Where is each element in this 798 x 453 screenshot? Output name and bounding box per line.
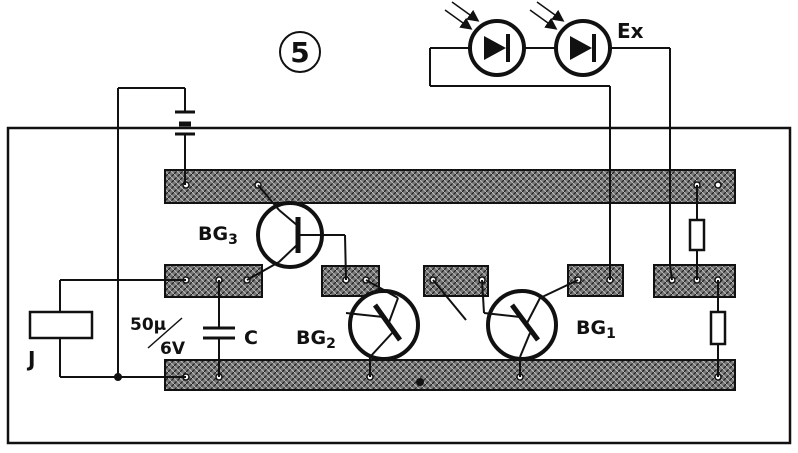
transistor-bg2-icon <box>345 279 420 377</box>
board-bottom <box>164 359 736 391</box>
board-bg2 <box>321 265 380 297</box>
frame <box>6 126 792 445</box>
resistor-lower-icon <box>709 280 727 377</box>
transistor-bg1-icon <box>432 279 579 377</box>
figure-number-text: 5 <box>290 36 309 69</box>
capacitor-value-bottom: 6V <box>160 339 186 359</box>
bg1-label: BG1 <box>576 317 616 342</box>
capacitor-value-top: 50µ <box>130 315 166 335</box>
capacitor-label: C <box>244 327 258 349</box>
battery-icon <box>118 87 195 185</box>
bg3-label: BG3 <box>198 223 238 248</box>
bg2-label: BG2 <box>296 327 336 352</box>
capacitor-icon <box>147 280 235 377</box>
ex-label: Ex <box>617 19 644 43</box>
figure-number: 5 <box>279 31 321 73</box>
resistor-upper-icon <box>688 185 706 280</box>
photodiode-2-icon <box>529 1 612 77</box>
board-center <box>423 265 489 297</box>
transistor-bg3-icon <box>246 184 347 281</box>
photodiode-wiring <box>429 47 673 281</box>
photodiode-1-icon <box>444 1 526 77</box>
board-top <box>164 169 736 204</box>
relay-label: J <box>26 347 35 371</box>
relay-icon <box>28 279 186 377</box>
